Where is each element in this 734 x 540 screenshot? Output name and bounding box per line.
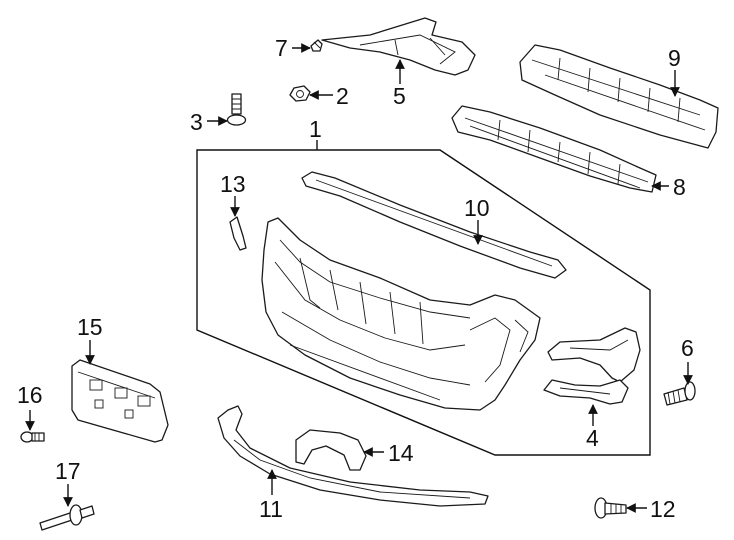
part-7-push-pin[interactable]	[310, 39, 323, 52]
callout-8: 8	[673, 174, 686, 200]
callout-5: 5	[393, 83, 406, 109]
callout-6: 6	[681, 335, 694, 361]
callout-17: 17	[55, 458, 81, 484]
callout-10: 10	[464, 195, 490, 221]
part-16-screw[interactable]	[20, 431, 45, 443]
part-12-bolt[interactable]	[594, 497, 627, 519]
part-13-trim[interactable]	[229, 216, 247, 251]
part-2-nut[interactable]	[289, 85, 311, 102]
callout-2: 2	[336, 83, 349, 109]
part-1-bumper-cover[interactable]	[261, 217, 541, 411]
part-5-shield[interactable]	[321, 17, 476, 76]
callout-11: 11	[259, 496, 283, 522]
assembly-outline-frame	[196, 149, 651, 456]
callout-14: 14	[388, 440, 414, 466]
part-14-bracket[interactable]	[295, 429, 367, 471]
part-6-bolt[interactable]	[663, 381, 696, 406]
part-10-upper-bar[interactable]	[301, 171, 567, 279]
callout-7: 7	[275, 35, 288, 61]
callout-15: 15	[77, 314, 103, 340]
part-9-reinforcement[interactable]	[519, 44, 719, 149]
callout-12: 12	[650, 496, 676, 522]
callout-4: 4	[586, 425, 599, 451]
leader-lines	[25, 43, 693, 513]
part-17-rivet[interactable]	[39, 504, 95, 531]
part-4-brackets[interactable]	[543, 327, 641, 405]
callout-labels: 1 2 3 4 5 6 7 8 9 10 11 12 13 14 15 16 1…	[17, 35, 694, 522]
callout-3: 3	[190, 109, 203, 135]
callout-9: 9	[668, 45, 681, 71]
part-3-bolt[interactable]	[226, 93, 247, 126]
callout-1: 1	[309, 116, 322, 142]
callout-16: 16	[17, 382, 43, 408]
part-15-license-bracket[interactable]	[71, 359, 169, 443]
callout-13: 13	[220, 171, 246, 197]
